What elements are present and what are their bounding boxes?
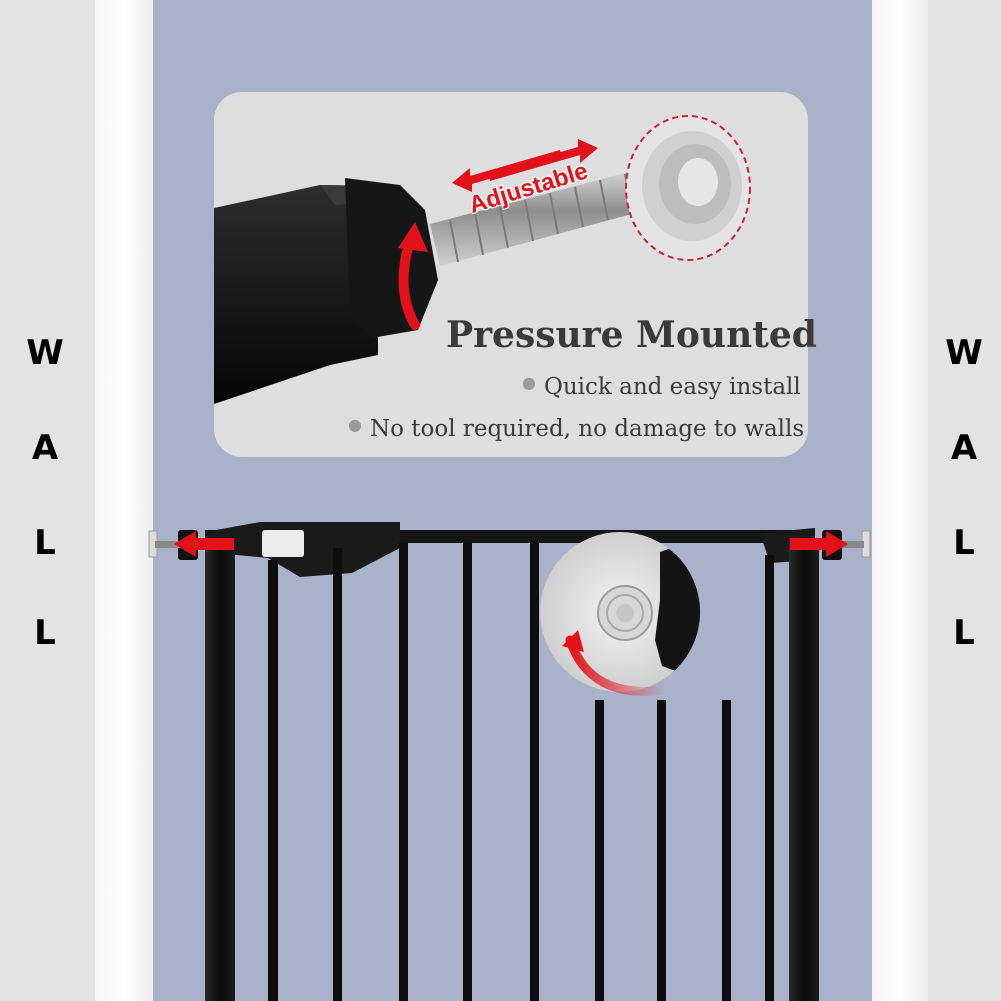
pressure-mount-callout: Adjustable [214,92,808,457]
spring-mount-closeup [214,115,751,404]
left-door-trim [95,0,153,1001]
adjust-double-arrow-icon [452,139,598,192]
rotate-knob-arrow-icon [398,235,420,330]
right-wall-letter: W [945,333,983,373]
right-outward-arrow [790,531,848,557]
feature-bullet-text: Quick and easy install [543,374,801,400]
knob-zoom-inset [540,532,700,696]
feature-bullet-text: No tool required, no damage to walls [369,416,805,442]
gate-bars [268,543,774,1001]
left-wall-letter: A [31,428,59,468]
right-wall-letter: A [950,428,978,468]
right-wall-letter: L [953,523,975,563]
left-wall-letter: W [26,333,64,373]
right-wall-letter: L [953,613,975,653]
gate-top-rail [205,522,815,577]
rotate-arrow-icon [565,635,670,696]
right-wall [928,0,1001,1001]
left-wall-letter: L [34,613,56,653]
bullet-dot-icon: ● [522,373,536,392]
left-outward-arrow [174,531,234,557]
feature-bullet: ● No tool required, no damage to walls [348,415,805,442]
left-wall [0,0,95,1001]
gate-right-post [789,548,819,1001]
feature-bullet: ● Quick and easy install [522,373,801,400]
callout-title: Pressure Mounted [446,314,817,356]
left-wall-letter: L [34,523,56,563]
wall-cup [625,115,751,261]
right-door-trim [872,0,928,1001]
gate-left-post [205,548,235,1001]
gate-latch-button [262,530,304,557]
bullet-dot-icon: ● [348,415,362,434]
